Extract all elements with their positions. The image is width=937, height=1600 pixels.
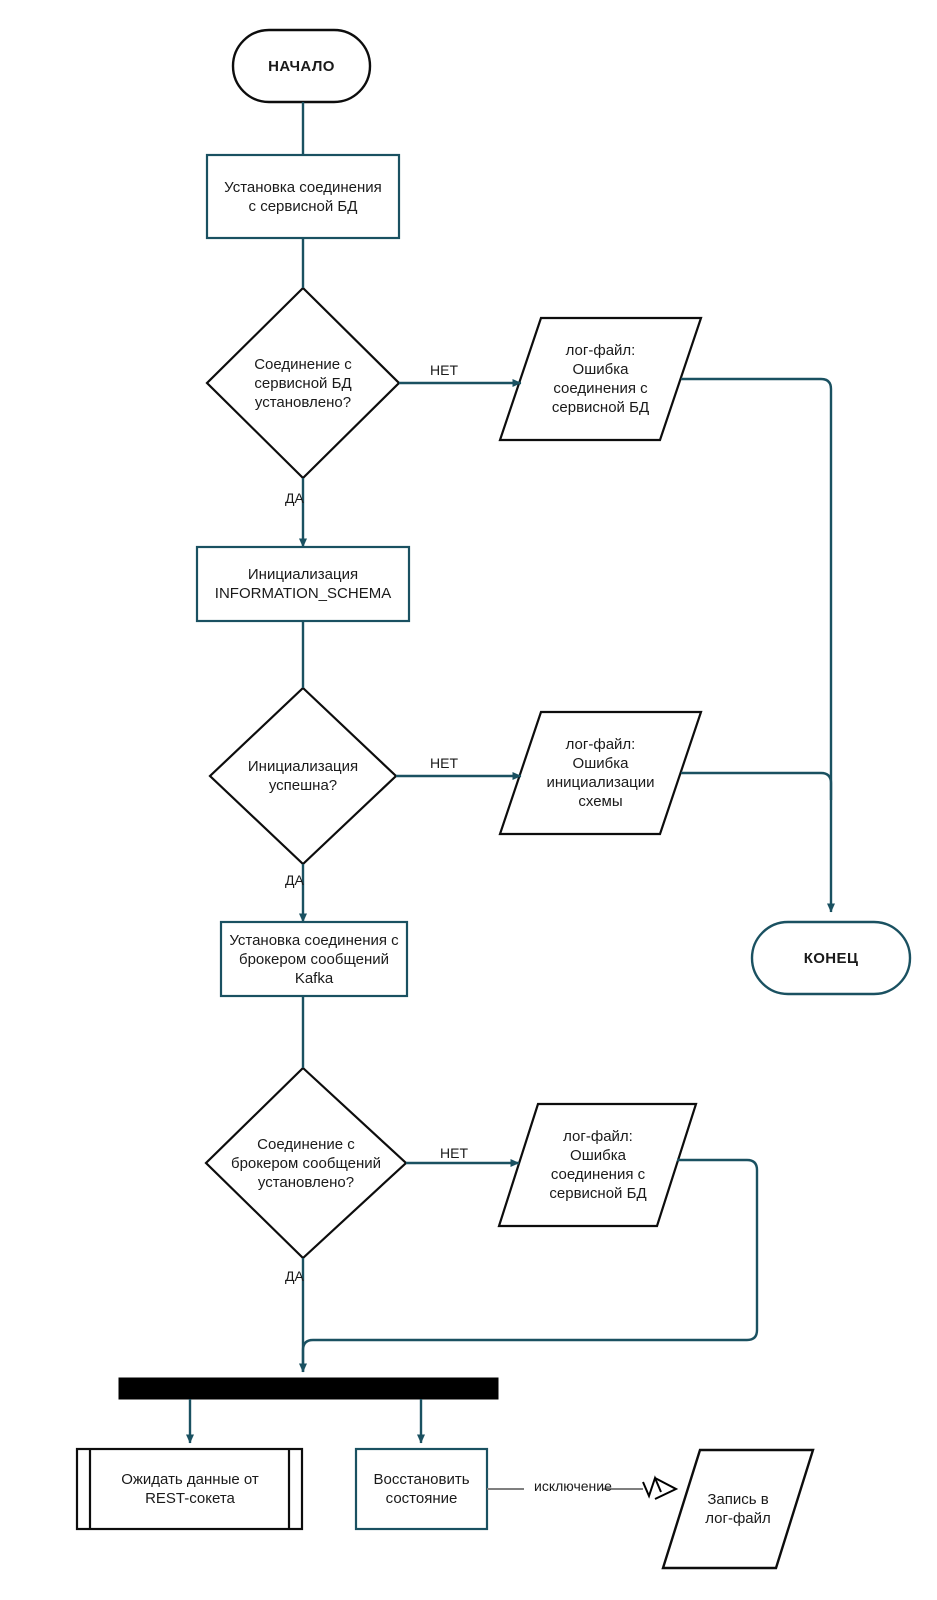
edge-label-no-3: НЕТ [440, 1145, 468, 1161]
node-restore-state-shape[interactable] [354, 1447, 489, 1531]
edge-log2-to-rail [681, 771, 833, 800]
node-decision-init-shape[interactable] [208, 686, 398, 866]
node-end-shape[interactable] [750, 920, 912, 996]
edge-label-yes-3: ДА [285, 1268, 304, 1284]
edge-label-yes-1: ДА [285, 490, 304, 506]
node-init-schema-shape[interactable] [195, 545, 411, 623]
node-connect-kafka-shape[interactable] [219, 920, 409, 998]
edge-log1-to-end [681, 377, 835, 913]
node-write-to-log-shape[interactable] [661, 1448, 815, 1570]
exception-zigzag-icon [642, 1475, 662, 1499]
node-connect-service-db-shape[interactable] [205, 153, 401, 240]
edge-label-yes-2: ДА [285, 872, 304, 888]
node-log-init-error-shape[interactable] [498, 710, 703, 836]
node-decision-kafka-shape[interactable] [204, 1066, 408, 1260]
node-wait-rest-socket-shape[interactable] [75, 1447, 304, 1531]
edge-label-no-1: НЕТ [430, 362, 458, 378]
node-log-service-db-error-shape[interactable] [498, 316, 703, 442]
node-decision-service-db-shape[interactable] [205, 286, 401, 480]
edge-label-no-2: НЕТ [430, 755, 458, 771]
node-start-shape[interactable] [231, 28, 372, 104]
edge-log3-to-fork [301, 1158, 759, 1372]
exception-arrowhead-icon [654, 1477, 679, 1500]
node-fork-bar-shape[interactable] [118, 1377, 499, 1400]
node-log-kafka-error-shape[interactable] [497, 1102, 698, 1228]
edge-label-exception: исключение [534, 1478, 612, 1494]
